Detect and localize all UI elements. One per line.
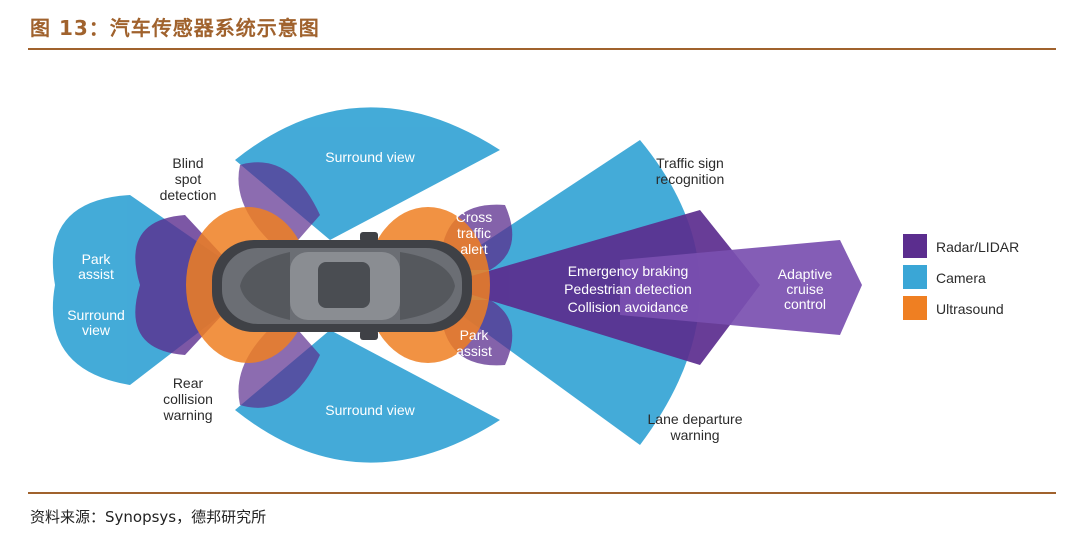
- label-rear-collision-3: warning: [162, 407, 212, 423]
- radar-front-wide-zone: [440, 210, 760, 365]
- label-cross-traffic-3: alert: [460, 241, 487, 257]
- label-traffic-sign-1: Traffic sign: [656, 155, 724, 171]
- label-adaptive-cruise-1: Adaptive: [778, 266, 833, 282]
- label-rear-collision-1: Rear: [173, 375, 204, 391]
- label-park-assist-rear-1: Park: [82, 251, 112, 267]
- label-blind-spot-3: detection: [160, 187, 217, 203]
- legend-swatch-camera: [903, 265, 927, 289]
- label-cross-traffic-2: traffic: [457, 225, 491, 241]
- radar-blind-spot-top: [238, 162, 320, 255]
- label-surround-view-rear-1: Surround: [67, 307, 125, 323]
- legend-label-camera: Camera: [936, 270, 986, 286]
- legend-label-ultrasound: Ultrasound: [936, 301, 1004, 317]
- legend: Radar/LIDAR Camera Ultrasound: [903, 234, 1019, 320]
- label-blind-spot-2: spot: [175, 171, 202, 187]
- label-lane-departure-2: warning: [669, 427, 719, 443]
- radar-zones: [135, 162, 862, 408]
- top-divider: [28, 48, 1056, 50]
- label-cross-traffic-1: Cross: [456, 209, 493, 225]
- label-adaptive-cruise-3: control: [784, 296, 826, 312]
- car-top-view-icon: [212, 232, 472, 340]
- label-pedestrian-detection: Pedestrian detection: [564, 281, 692, 297]
- label-lane-departure-1: Lane departure: [648, 411, 743, 427]
- radar-front-long-zone: [620, 240, 862, 335]
- label-rear-collision-2: collision: [163, 391, 213, 407]
- radar-blind-spot-bottom: [238, 315, 320, 408]
- label-park-assist-front-2: assist: [456, 343, 492, 359]
- label-adaptive-cruise-2: cruise: [786, 281, 824, 297]
- legend-label-radar: Radar/LIDAR: [936, 239, 1019, 255]
- label-traffic-sign-2: recognition: [656, 171, 725, 187]
- legend-swatch-ultrasound: [903, 296, 927, 320]
- label-collision-avoidance: Collision avoidance: [568, 299, 689, 315]
- label-surround-view-bottom: Surround view: [325, 402, 415, 418]
- label-park-assist-rear-2: assist: [78, 266, 114, 282]
- label-blind-spot-1: Blind: [172, 155, 203, 171]
- label-emergency-braking: Emergency braking: [568, 263, 689, 279]
- bottom-divider: [28, 492, 1056, 494]
- label-park-assist-front-1: Park: [460, 327, 490, 343]
- label-surround-view-top: Surround view: [325, 149, 415, 165]
- legend-swatch-radar: [903, 234, 927, 258]
- source-note: 资料来源：Synopsys，德邦研究所: [30, 508, 267, 526]
- label-surround-view-rear-2: view: [82, 322, 111, 338]
- figure-title: 图 13：汽车传感器系统示意图: [30, 16, 320, 40]
